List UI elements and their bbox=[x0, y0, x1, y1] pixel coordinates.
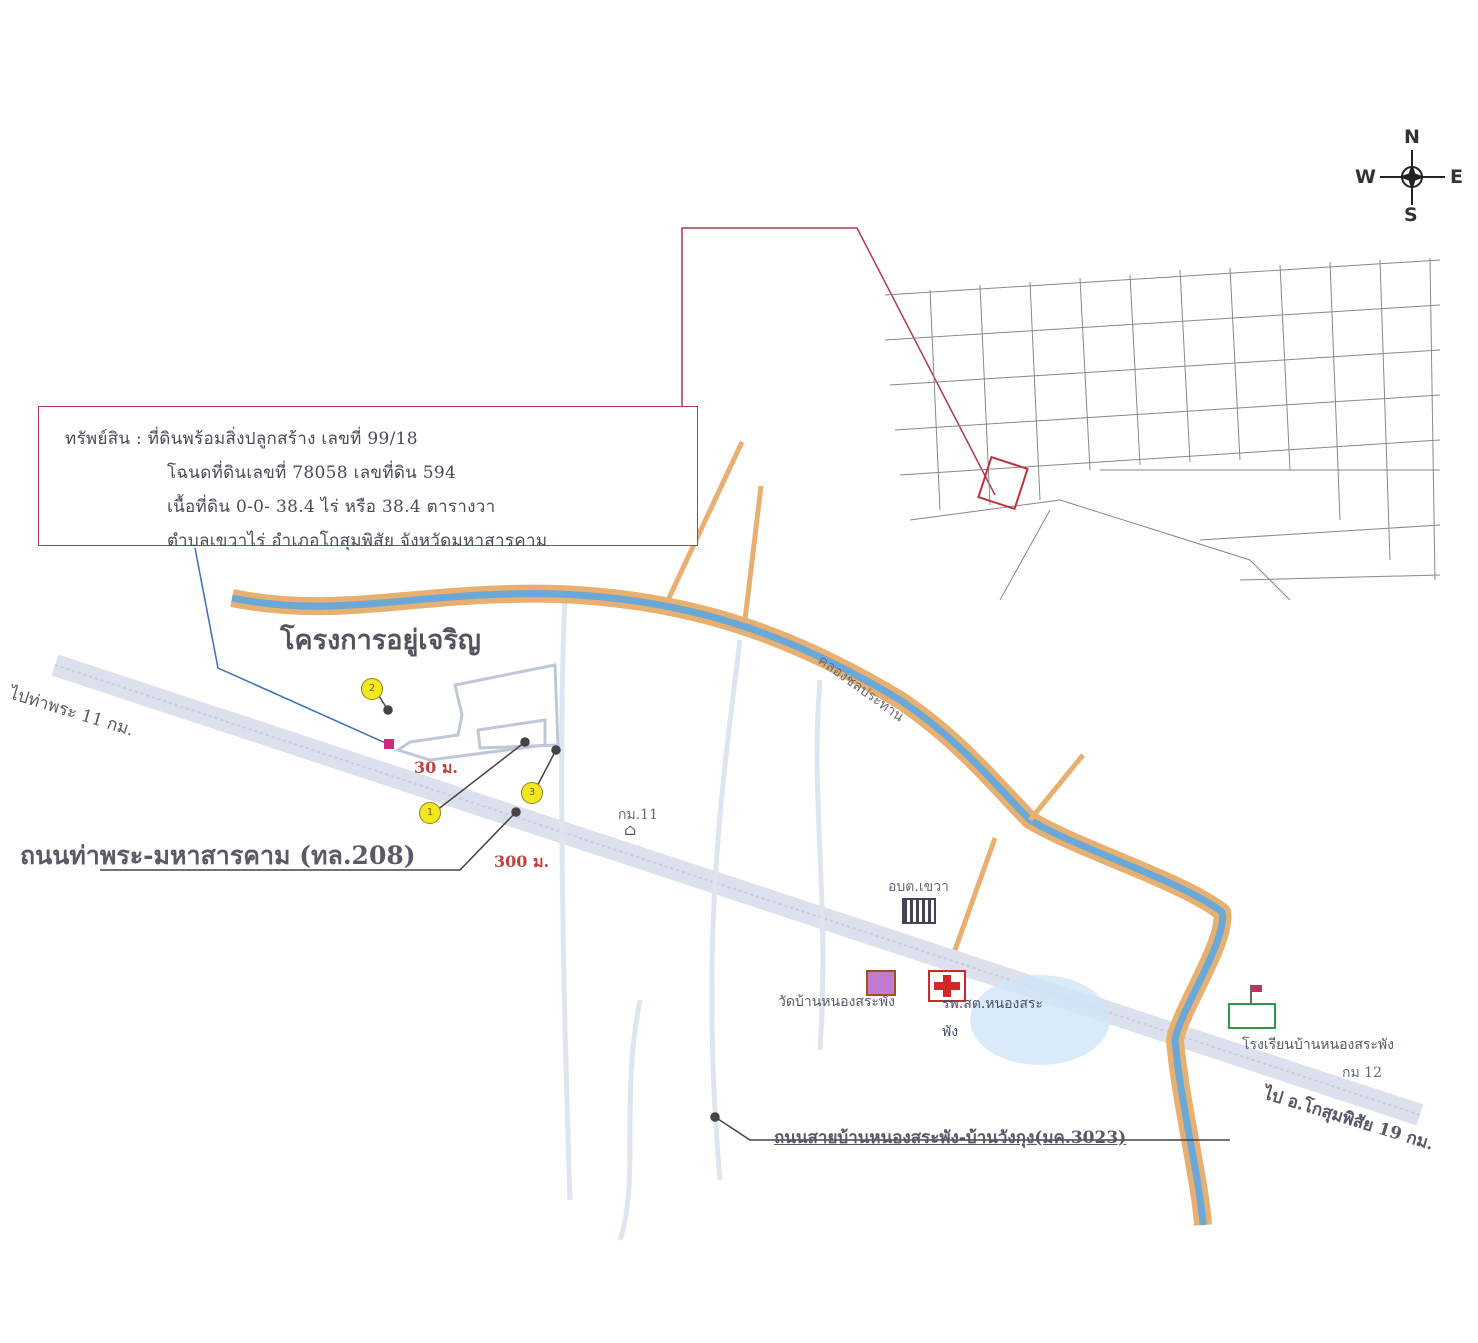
school-label: โรงเรียนบ้านหนองสระพัง bbox=[1242, 1037, 1394, 1053]
main-highway bbox=[51, 654, 1424, 1126]
selected-plot bbox=[977, 455, 1029, 511]
km-post-icon: ⌂ bbox=[624, 820, 637, 839]
compass-west: W bbox=[1355, 166, 1376, 188]
pond bbox=[970, 975, 1110, 1065]
marker-3: 3 bbox=[521, 782, 543, 804]
main-road-label: ถนนท่าพระ-มหาสารคาม (ทล.208) bbox=[20, 841, 416, 870]
marker-1: 1 bbox=[419, 802, 441, 824]
marker-2: 2 bbox=[361, 678, 383, 700]
info-line-asset: ทรัพย์สิน : ที่ดินพร้อมสิ่งปลูกสร้าง เลข… bbox=[65, 429, 418, 449]
km12-label: กม 12 bbox=[1342, 1065, 1382, 1081]
info-line-area: เนื้อที่ดิน 0-0- 38.4 ไร่ หรือ 38.4 ตารา… bbox=[167, 497, 496, 517]
cadastral-connector bbox=[681, 227, 996, 496]
marker-pins bbox=[100, 689, 1230, 1141]
hospital-icon bbox=[928, 970, 966, 1002]
project-title: โครงการอยู่เจริญ bbox=[280, 625, 481, 656]
orange-roads bbox=[665, 440, 1085, 951]
distance-300m: 300 ม. bbox=[494, 852, 550, 871]
compass-north: N bbox=[1404, 126, 1420, 148]
temple-icon bbox=[866, 970, 896, 996]
compass-south: S bbox=[1404, 204, 1418, 226]
compass-east: E bbox=[1450, 166, 1463, 188]
info-line-deed: โฉนดที่ดินเลขที่ 78058 เลขที่ดิน 594 bbox=[167, 463, 457, 483]
km11-label: กม.11 bbox=[618, 807, 658, 823]
lead-line bbox=[194, 547, 391, 746]
temple-label: วัดบ้านหนองสระพัง bbox=[778, 994, 895, 1010]
project-outline bbox=[394, 663, 560, 762]
info-line-location: ตำบลเขวาไร่ อำเภอโกสุมพิสัย จังหวัดมหาสา… bbox=[167, 531, 548, 551]
compass-rose bbox=[1380, 150, 1445, 205]
property-marker bbox=[384, 739, 394, 749]
sao-building-icon bbox=[902, 898, 936, 924]
hospital-label: รพ.สต.หนองสระพัง bbox=[942, 996, 1043, 1040]
school-icon bbox=[1224, 985, 1280, 1031]
distance-30m: 30 ม. bbox=[414, 758, 458, 777]
side-road-label: ถนนสายบ้านหนองสระพัง-บ้านวังกุง(มค.3023) bbox=[774, 1128, 1127, 1148]
local-roads bbox=[559, 599, 826, 1241]
cadastral-map bbox=[884, 257, 1441, 601]
sao-label: อบต.เขวา bbox=[888, 879, 949, 895]
property-info-box: ทรัพย์สิน : ที่ดินพร้อมสิ่งปลูกสร้าง เลข… bbox=[38, 406, 698, 551]
